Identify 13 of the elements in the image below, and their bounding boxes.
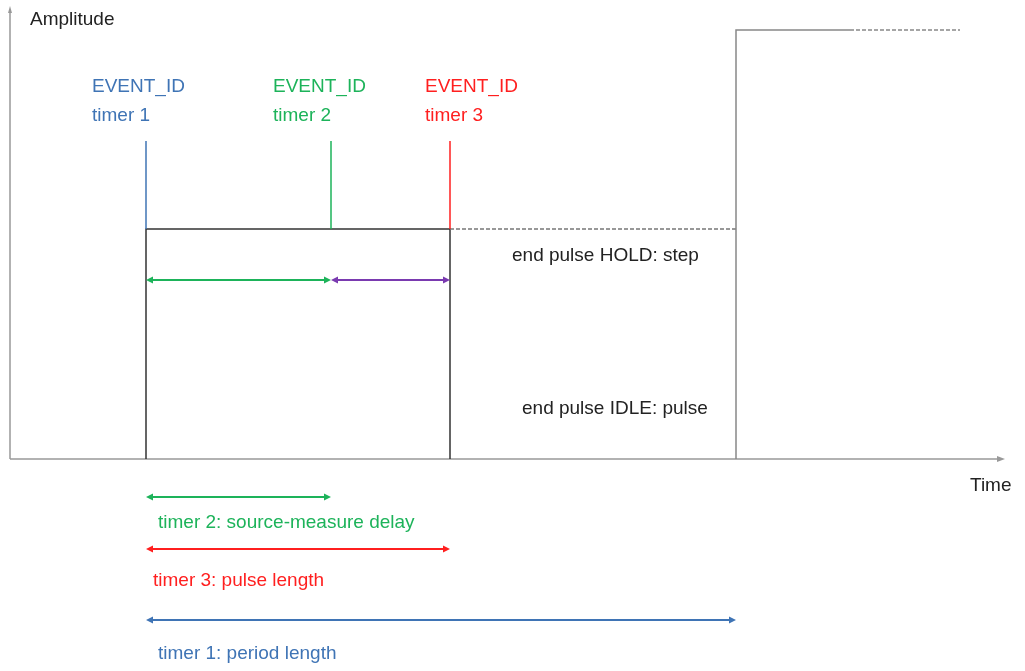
event-label: EVENT_ID bbox=[273, 74, 366, 99]
interval-label: timer 1: period length bbox=[158, 641, 337, 665]
interval-label: timer 2: source-measure delay bbox=[158, 510, 415, 534]
timer-label: timer 3 bbox=[425, 103, 484, 127]
axis-label: Amplitude bbox=[30, 7, 115, 31]
event-label: EVENT_ID bbox=[92, 74, 185, 99]
axis-label: Time bbox=[970, 473, 1012, 497]
mode-annotation: end pulse IDLE: pulse bbox=[522, 396, 709, 420]
interval-label: timer 3: pulse length bbox=[153, 568, 325, 592]
timer-label: timer 2 bbox=[273, 103, 332, 127]
timer-label: timer 1 bbox=[92, 103, 151, 127]
event-label: EVENT_ID bbox=[425, 74, 518, 99]
mode-annotation: end pulse HOLD: step bbox=[512, 243, 700, 267]
